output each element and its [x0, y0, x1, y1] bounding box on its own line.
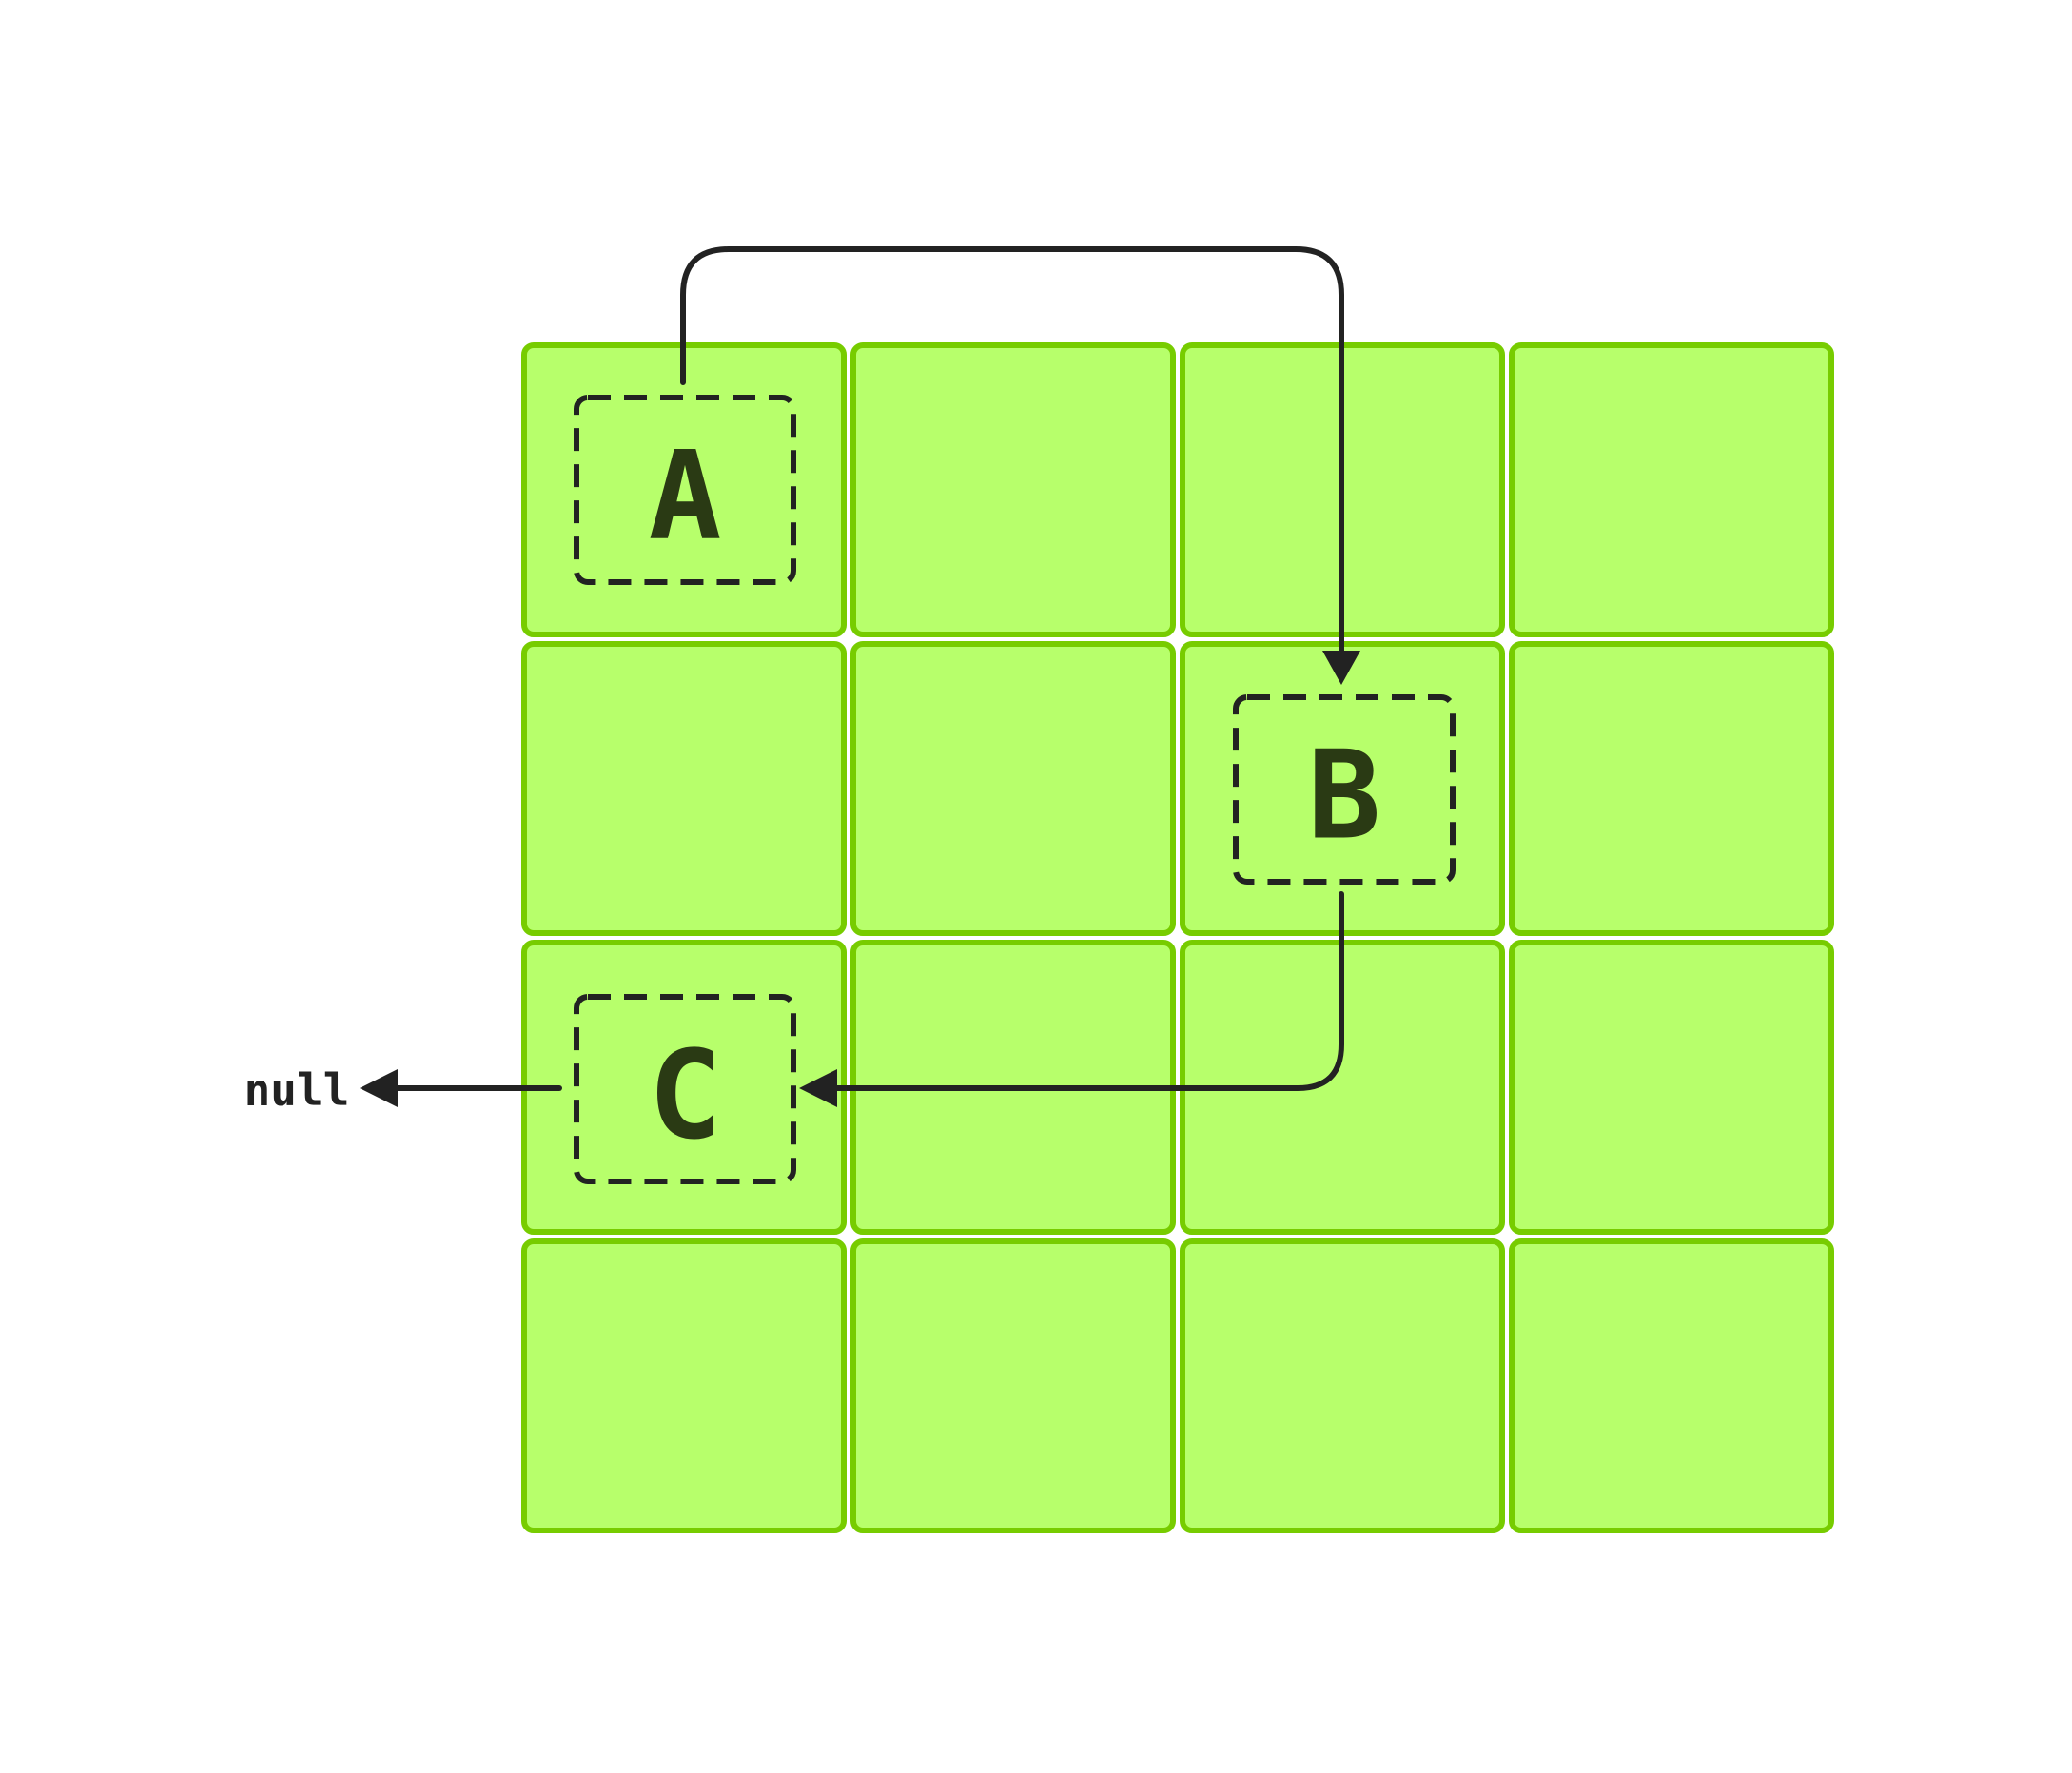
grid-cell-r3-c0: [521, 1238, 847, 1533]
link-a-to-b: [680, 246, 1344, 659]
grid-cell-r0-c3: [1509, 342, 1834, 637]
null-label: null: [244, 1064, 350, 1116]
node-c-box: [574, 994, 796, 1184]
grid-cell-r1-c0: [521, 641, 847, 936]
node-b-box: [1233, 694, 1456, 885]
grid-cell-r1-c3: [1509, 641, 1834, 936]
arrowhead-to-null: [360, 1069, 398, 1107]
node-b: B: [1233, 694, 1456, 885]
node-b-label: B: [1307, 726, 1380, 867]
link-b-to-c: [829, 891, 1344, 1091]
grid-cell-r3-c3: [1509, 1238, 1834, 1533]
grid-cell-r3-c1: [850, 1238, 1176, 1533]
nodes: A B C: [574, 395, 1456, 1184]
grid-cell-r2-c3: [1509, 940, 1834, 1235]
node-a: A: [574, 395, 796, 585]
grid-cell-r0-c1: [850, 342, 1176, 637]
grid-cell-r3-c2: [1180, 1238, 1505, 1533]
node-c-label: C: [648, 1025, 721, 1167]
node-a-label: A: [648, 426, 721, 568]
links: [360, 246, 1360, 1107]
node-c: C: [574, 994, 796, 1184]
arrowhead-to-c: [799, 1069, 837, 1107]
grid-cells: [521, 342, 1834, 1533]
node-a-box: [574, 395, 796, 585]
grid-cell-r1-c1: [850, 641, 1176, 936]
arrowhead-to-b: [1322, 651, 1360, 685]
